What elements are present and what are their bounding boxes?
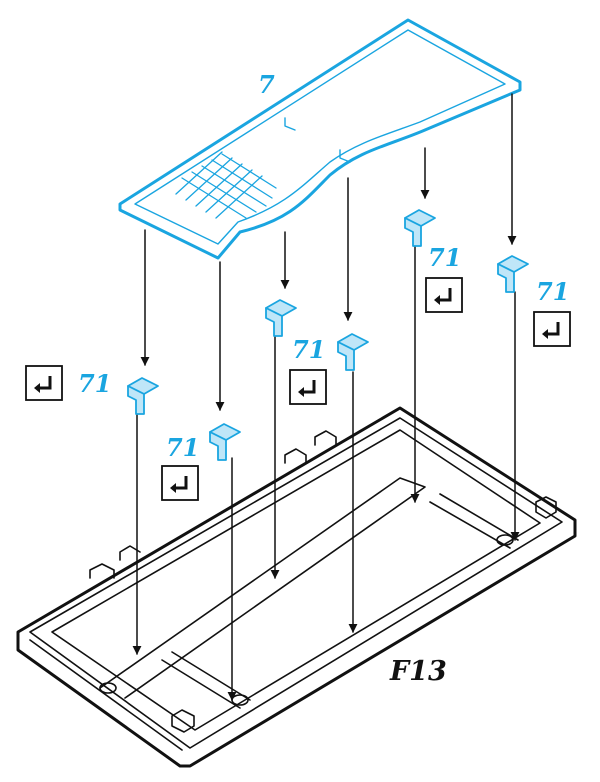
- return-arrow-icon: [25, 365, 63, 401]
- clip-71: [337, 333, 369, 371]
- base-tray: [16, 406, 577, 768]
- return-arrow-icon: [533, 311, 571, 347]
- clip-callout: 71: [428, 243, 461, 272]
- clip-71: [497, 255, 529, 293]
- clip-callout: 71: [536, 277, 569, 306]
- panel-callout: 7: [258, 70, 275, 99]
- clips: [127, 209, 529, 461]
- return-arrow-icon: [289, 369, 327, 405]
- clip-71: [404, 209, 436, 247]
- return-arrow-icon: [425, 277, 463, 313]
- assembly-arrows: [132, 93, 520, 701]
- clip-71: [265, 299, 297, 337]
- clip-callouts: 71 71 71 71 71: [78, 243, 569, 462]
- return-arrow-boxes: [25, 277, 571, 501]
- panel-part: [118, 18, 522, 260]
- clip-callout: 71: [78, 369, 111, 398]
- figure-label: F13: [389, 656, 447, 687]
- panel-grille: [175, 151, 277, 219]
- clip-71: [209, 423, 241, 461]
- clip-71: [127, 377, 159, 415]
- clip-callout: 71: [166, 433, 199, 462]
- clip-callout: 71: [292, 335, 325, 364]
- return-arrow-icon: [161, 465, 199, 501]
